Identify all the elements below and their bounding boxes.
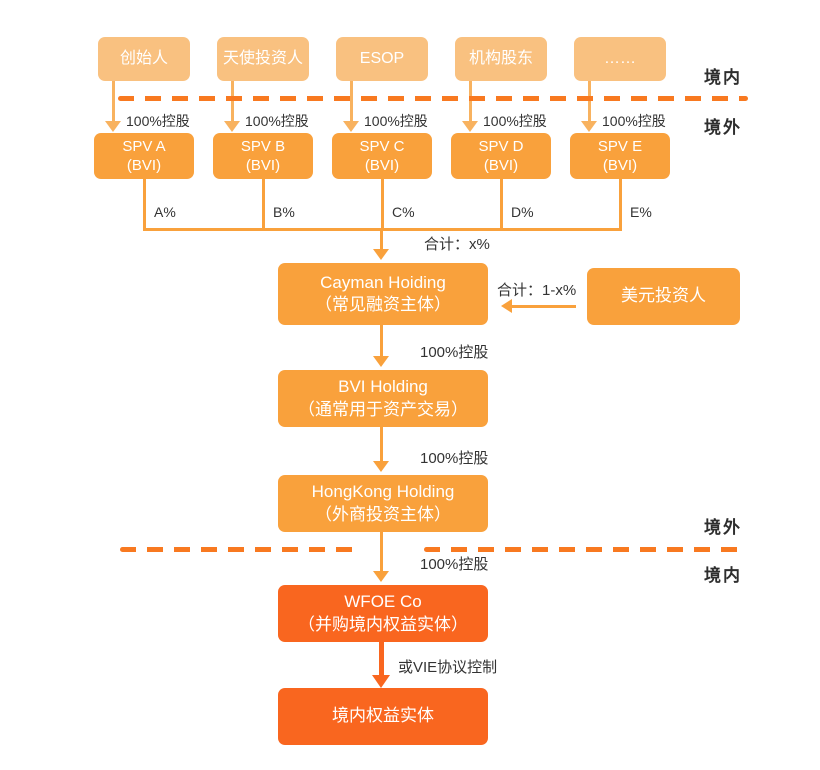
domestic-entity-box: 境内权益实体 (278, 688, 488, 745)
shareholder-box: ESOP (336, 37, 428, 81)
hongkong-holding-box: HongKong Holding （外商投资主体） (278, 475, 488, 532)
usd-investor-label: 美元投资人 (621, 286, 706, 306)
spv-to-bus-line (619, 179, 622, 231)
usd-investor-box: 美元投资人 (587, 268, 740, 325)
down-arrow-icon (343, 121, 359, 132)
bus-to-cayman-arrow-line (380, 228, 383, 251)
down-arrow-icon (373, 461, 389, 472)
shareholder-label: …… (604, 49, 636, 67)
spv-box: SPV C (BVI) (332, 133, 432, 179)
share-percent-label: A% (154, 204, 176, 220)
shareholder-box: 创始人 (98, 37, 190, 81)
spv-name: SPV C (359, 137, 405, 155)
bvi-to-hk-arrow-line (380, 427, 383, 462)
spv-to-bus-line (500, 179, 503, 231)
hk-to-wfoe-arrow-line (380, 532, 383, 572)
shareholder-label: 天使投资人 (222, 49, 303, 67)
shareholder-to-spv-arrow-line (112, 81, 115, 122)
left-arrow-icon (501, 299, 512, 313)
cayman-to-bvi-arrow-line (380, 325, 383, 357)
ownership-label: 100%控股 (126, 113, 190, 129)
spv-box: SPV E (BVI) (570, 133, 670, 179)
ownership-label: 100%控股 (364, 113, 428, 129)
bvi-ownership-label: 100%控股 (420, 344, 489, 361)
wfoe-desc: （并购境内权益实体） (298, 614, 468, 634)
wfoe-to-entity-arrow-line (379, 642, 384, 676)
spv-jurisdiction: (BVI) (483, 157, 519, 174)
hk-ownership-label: 100%控股 (420, 450, 489, 467)
cayman-holding-desc: （常见融资主体） (315, 295, 451, 314)
spv-jurisdiction: (BVI) (126, 157, 162, 174)
share-percent-label: B% (273, 204, 295, 220)
down-arrow-icon (105, 121, 121, 132)
spv-jurisdiction: (BVI) (602, 157, 638, 174)
shareholder-box: 机构股东 (455, 37, 547, 81)
shareholder-label: 机构股东 (468, 49, 533, 67)
wfoe-name: WFOE Co (344, 592, 422, 612)
share-percent-label: E% (630, 204, 652, 220)
spv-name: SPV B (240, 137, 286, 155)
down-arrow-icon (373, 571, 389, 582)
spv-to-bus-line (262, 179, 265, 231)
shareholder-to-spv-arrow-line (588, 81, 591, 122)
wfoe-box: WFOE Co （并购境内权益实体） (278, 585, 488, 642)
region-label-offshore-bottom: 境外 (704, 518, 742, 537)
domestic-entity-label: 境内权益实体 (332, 706, 434, 726)
shareholder-to-spv-arrow-line (231, 81, 234, 122)
down-arrow-icon (373, 356, 389, 367)
region-label-domestic-bottom: 境内 (704, 566, 742, 585)
bvi-holding-box: BVI Holding （通常用于资产交易） (278, 370, 488, 427)
vie-control-label: 或VIE协议控制 (398, 659, 498, 676)
spv-jurisdiction: (BVI) (245, 157, 281, 174)
cayman-holding-box: Cayman Hoiding （常见融资主体） (278, 263, 488, 325)
spv-jurisdiction: (BVI) (364, 157, 400, 174)
spv-to-bus-line (143, 179, 146, 231)
region-label-offshore-top: 境外 (704, 118, 742, 137)
wfoe-ownership-label: 100%控股 (420, 556, 489, 573)
down-arrow-icon (462, 121, 478, 132)
shareholder-to-spv-arrow-line (350, 81, 353, 122)
bvi-holding-name: BVI Holding (338, 377, 428, 397)
border-dashed-line-bottom-left (120, 547, 358, 552)
region-label-domestic-top: 境内 (704, 68, 742, 87)
shareholder-box: 天使投资人 (217, 37, 309, 81)
border-dashed-line-bottom-right (424, 547, 748, 552)
spv-to-bus-line (381, 179, 384, 231)
spv-name: SPV D (478, 137, 524, 155)
spv-box: SPV A (BVI) (94, 133, 194, 179)
shareholder-to-spv-arrow-line (469, 81, 472, 122)
bvi-holding-desc: （通常用于资产交易） (298, 399, 468, 419)
share-percent-label: D% (511, 204, 534, 220)
spv-box: SPV B (BVI) (213, 133, 313, 179)
share-percent-label: C% (392, 204, 415, 220)
spv-name: SPV E (597, 137, 643, 155)
down-arrow-icon (224, 121, 240, 132)
ownership-label: 100%控股 (245, 113, 309, 129)
usd-investor-share-label: 合计：1-x% (497, 282, 577, 299)
cayman-holding-name: Cayman Hoiding (320, 272, 446, 292)
total-share-label: 合计：x% (424, 236, 490, 253)
shareholder-label: 创始人 (119, 49, 168, 67)
down-arrow-icon (373, 249, 389, 260)
shareholder-box: …… (574, 37, 666, 81)
hongkong-holding-desc: （外商投资主体） (315, 504, 451, 524)
ownership-label: 100%控股 (602, 113, 666, 129)
hongkong-holding-name: HongKong Holding (311, 482, 455, 502)
usd-investor-arrow-line (512, 305, 576, 308)
spv-box: SPV D (BVI) (451, 133, 551, 179)
spv-name: SPV A (122, 137, 166, 155)
ownership-label: 100%控股 (483, 113, 547, 129)
down-arrow-icon (581, 121, 597, 132)
border-dashed-line-top (118, 96, 748, 101)
down-arrow-icon (372, 675, 390, 688)
shareholder-label: ESOP (359, 49, 405, 67)
